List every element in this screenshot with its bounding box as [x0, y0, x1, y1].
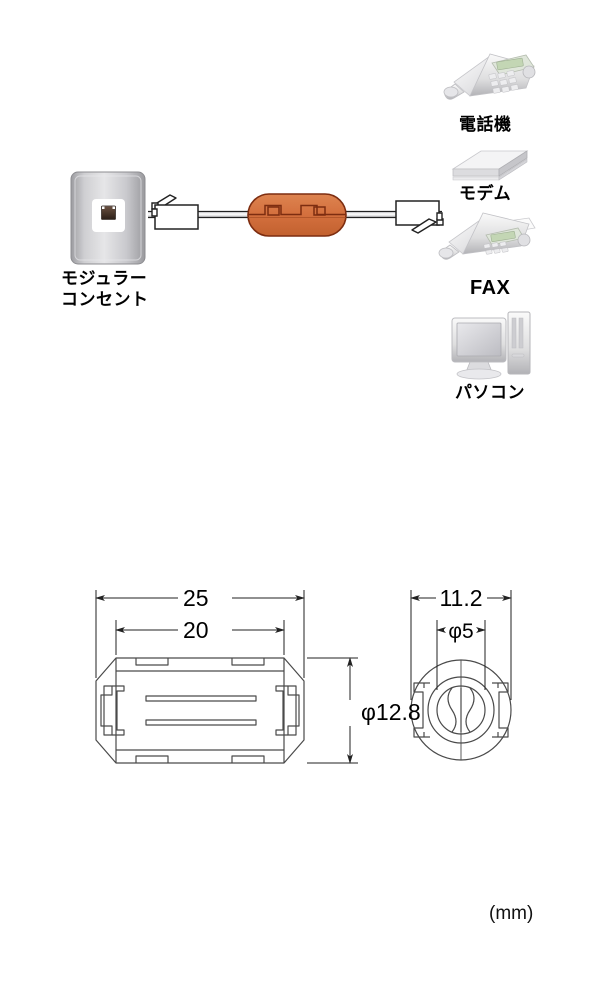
dimension-overall-length: 25 [183, 585, 209, 611]
right-modular-plug-icon [395, 200, 444, 234]
desktop-computer-icon [451, 311, 531, 380]
outlet-label-line2: コンセント [61, 290, 149, 310]
fax-machine-icon [438, 212, 536, 260]
telephone-icon [443, 53, 536, 100]
device-label-fax: FAX [470, 277, 511, 299]
outlet-label-line1: モジュラー [61, 269, 147, 289]
left-modular-plug-icon [151, 194, 199, 230]
dimension-drawings: 25 20 φ12.8 11.2 φ5 [0, 540, 600, 940]
dimension-overall-width: 11.2 [439, 585, 482, 611]
modular-wall-outlet-icon [70, 171, 146, 265]
side-view-drawing [410, 659, 512, 761]
dimension-outer-diameter: φ12.8 [361, 699, 421, 725]
device-label-computer: パソコン [455, 383, 525, 403]
unit-note: (mm) [489, 903, 534, 924]
device-label-telephone: 電話機 [459, 114, 512, 135]
dimension-bore-diameter: φ5 [448, 620, 473, 643]
device-label-modem: モデム [459, 183, 511, 204]
modem-icon [451, 150, 529, 181]
front-view-drawing [95, 657, 305, 764]
ferrite-clamp-core [247, 193, 347, 237]
dimension-inner-length: 20 [183, 617, 209, 643]
connection-diagram: モジュラー コンセント [0, 0, 600, 430]
